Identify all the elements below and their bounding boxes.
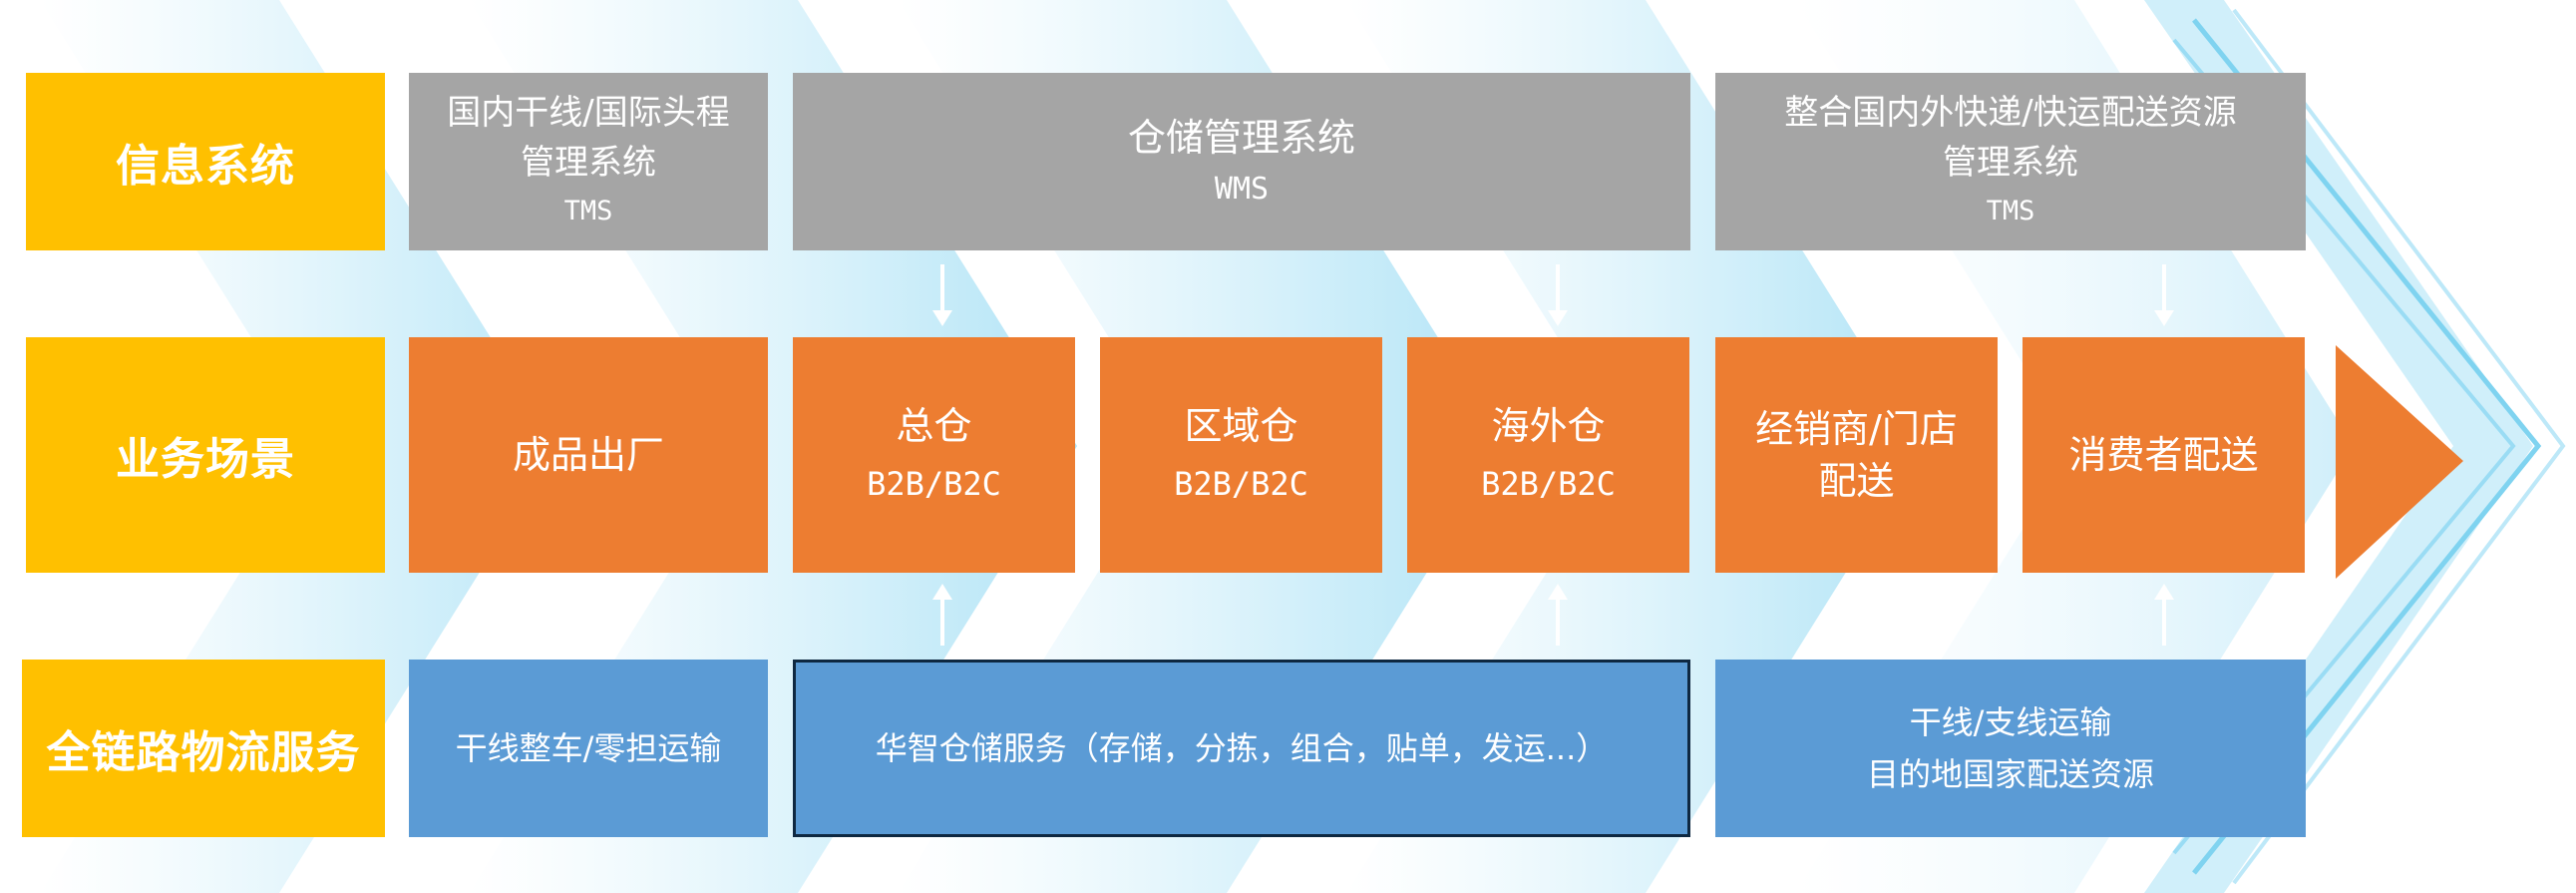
trunk-transport-text: 干线整车/零担运输 [455,729,722,767]
info-system-label: 信息系统 [26,73,385,250]
regional-warehouse-type: B2B/B2C [1174,465,1308,503]
tms-delivery-line1: 整合国内外快递/快运配送资源 [1784,93,2237,133]
delivery-resource-line2: 目的地国家配送资源 [1866,755,2154,793]
regional-warehouse-title: 区域仓 [1184,404,1298,448]
chevron-outline-1 [2192,18,2542,875]
up-arrow-icon [1548,584,1568,646]
logistics-service-label: 全链路物流服务 [22,660,385,837]
delivery-resource-line1: 干线/支线运输 [1909,703,2112,741]
overseas-warehouse-type: B2B/B2C [1481,465,1616,503]
chevron-shape-6 [2144,0,2533,893]
down-arrow-icon [1548,264,1568,326]
warehouse-service-text: 华智仓储服务（存储，分拣，组合，贴单，发运...） [875,729,1609,767]
main-warehouse-title: 总仓 [896,404,972,448]
consumer-delivery-box: 消费者配送 [2023,337,2305,573]
tms-trunk-line3: TMS [563,196,613,226]
factory-output-text: 成品出厂 [512,433,664,477]
tms-delivery-system-box: 整合国内外快递/快运配送资源 管理系统 TMS [1715,73,2306,250]
regional-warehouse-box: 区域仓 B2B/B2C [1100,337,1382,573]
tms-delivery-line2: 管理系统 [1943,143,2078,183]
overseas-warehouse-box: 海外仓 B2B/B2C [1407,337,1689,573]
main-warehouse-box: 总仓 B2B/B2C [793,337,1075,573]
dealer-store-box: 经销商/门店 配送 [1715,337,1998,573]
up-arrow-icon [2154,584,2174,646]
wms-line1: 仓储管理系统 [1127,116,1355,160]
business-scenario-label: 业务场景 [26,337,385,573]
overseas-warehouse-title: 海外仓 [1491,404,1606,448]
consumer-delivery-text: 消费者配送 [2068,433,2259,477]
main-warehouse-type: B2B/B2C [867,465,1001,503]
delivery-resource-box: 干线/支线运输 目的地国家配送资源 [1715,660,2306,837]
tms-trunk-line2: 管理系统 [521,143,656,183]
down-arrow-icon [2154,264,2174,326]
tms-trunk-line1: 国内干线/国际头程 [447,93,730,133]
tms-delivery-line3: TMS [1986,196,2035,226]
chevron-outline-3 [2232,8,2566,885]
up-arrow-icon [932,584,952,646]
down-arrow-icon [932,264,952,326]
trunk-transport-box: 干线整车/零担运输 [409,660,768,837]
warehouse-service-box: 华智仓储服务（存储，分拣，组合，贴单，发运...） [793,660,1690,837]
flow-arrow-head [2336,345,2463,579]
dealer-store-line2: 配送 [1818,459,1895,503]
tms-trunk-system-box: 国内干线/国际头程 管理系统 TMS [409,73,768,250]
factory-output-box: 成品出厂 [409,337,768,573]
wms-system-box: 仓储管理系统 WMS [793,73,1690,250]
wms-line2: WMS [1214,172,1270,207]
dealer-store-line1: 经销商/门店 [1755,407,1958,451]
